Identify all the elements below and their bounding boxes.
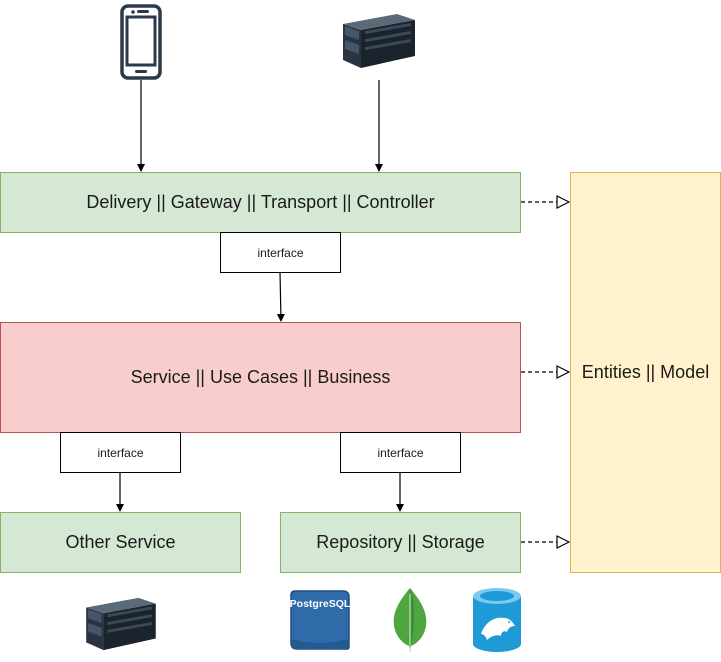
mongodb-leaf-icon — [393, 588, 427, 652]
interface-label: interface — [257, 245, 304, 260]
postgresql-label: PostgreSQL — [289, 598, 351, 610]
interface-box-left: interface — [60, 432, 181, 473]
mobile-phone-icon — [120, 4, 162, 80]
repository-label: Repository || Storage — [316, 532, 485, 552]
postgresql-icon: PostgreSQL — [289, 589, 351, 651]
interface-label: interface — [377, 445, 424, 460]
mariadb-icon — [473, 588, 521, 652]
interface-to-service-arrow — [276, 271, 285, 322]
other-service-layer: Other Service — [0, 512, 241, 573]
interface-label: interface — [97, 445, 144, 460]
interface-box-right: interface — [340, 432, 461, 473]
delivery-layer-label: Delivery || Gateway || Transport || Cont… — [86, 192, 435, 212]
interface-box-top: interface — [220, 232, 341, 273]
service-layer: Service || Use Cases || Business — [0, 322, 521, 433]
server-icon — [343, 14, 415, 68]
repository-layer: Repository || Storage — [280, 512, 521, 573]
other-service-label: Other Service — [65, 532, 176, 552]
entities-label: Entities || Model — [581, 362, 710, 382]
delivery-layer: Delivery || Gateway || Transport || Cont… — [0, 172, 521, 233]
entities-layer: Entities || Model — [570, 172, 721, 573]
server-icon — [86, 597, 156, 651]
service-layer-label: Service || Use Cases || Business — [130, 367, 391, 387]
